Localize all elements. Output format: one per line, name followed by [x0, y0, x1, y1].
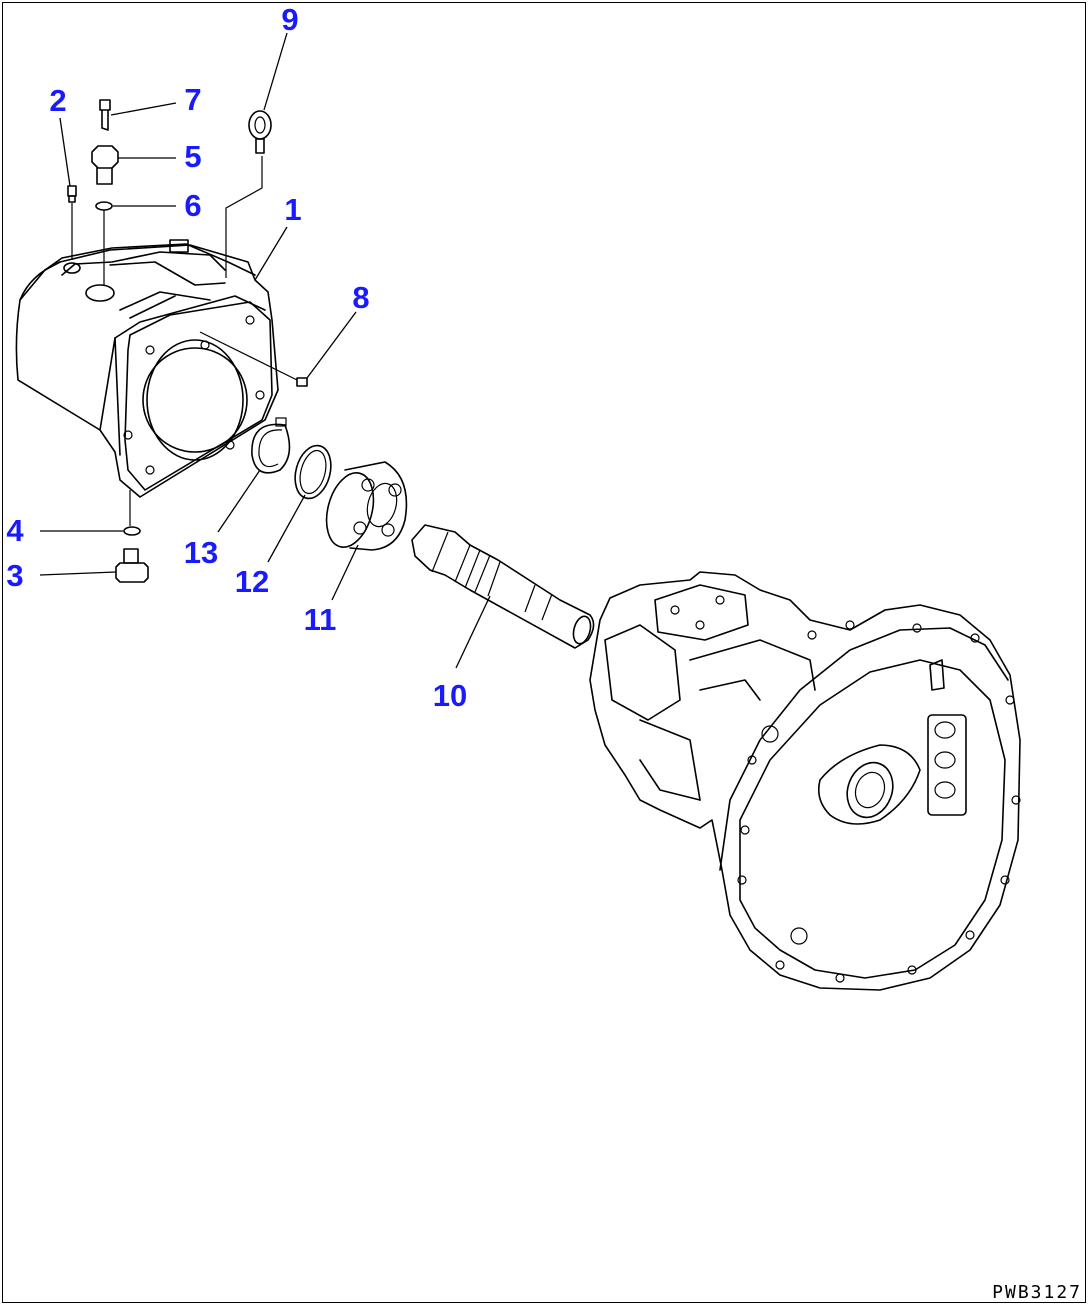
callout-10: 10 [433, 678, 467, 713]
ring-part-12 [294, 444, 332, 500]
callout-1: 1 [284, 192, 301, 227]
plug-part-8 [199, 331, 308, 387]
callout-7: 7 [184, 82, 201, 117]
callout-12: 12 [235, 564, 269, 599]
callout-4: 4 [6, 513, 24, 548]
callout-5: 5 [184, 139, 201, 174]
callout-2: 2 [49, 83, 66, 118]
plug-part-2 [67, 185, 77, 260]
pump-case-part [15, 239, 279, 498]
leader-lines [39, 32, 491, 669]
drain-plug-part-3 [115, 548, 149, 583]
callout-9: 9 [281, 2, 298, 37]
snap-ring-part-13 [251, 417, 291, 474]
eye-bolt-part-9 [225, 110, 272, 278]
callout-8: 8 [352, 280, 369, 315]
callout-11: 11 [304, 602, 337, 637]
drawing-code: PWB3127 [992, 1282, 1082, 1303]
shaft-part-10 [411, 524, 595, 649]
callout-3: 3 [6, 558, 23, 593]
callout-labels: 1 2 3 4 5 6 7 8 9 10 11 12 13 [6, 2, 467, 713]
callout-6: 6 [184, 188, 201, 223]
o-ring-part-6 [95, 201, 113, 285]
o-ring-part-4 [123, 490, 141, 536]
bolt-part-7 [99, 99, 111, 131]
main-pump-assembly [589, 571, 1021, 991]
plug-part-5 [91, 145, 119, 185]
bearing-part-11 [325, 461, 408, 551]
callout-13: 13 [184, 535, 218, 570]
